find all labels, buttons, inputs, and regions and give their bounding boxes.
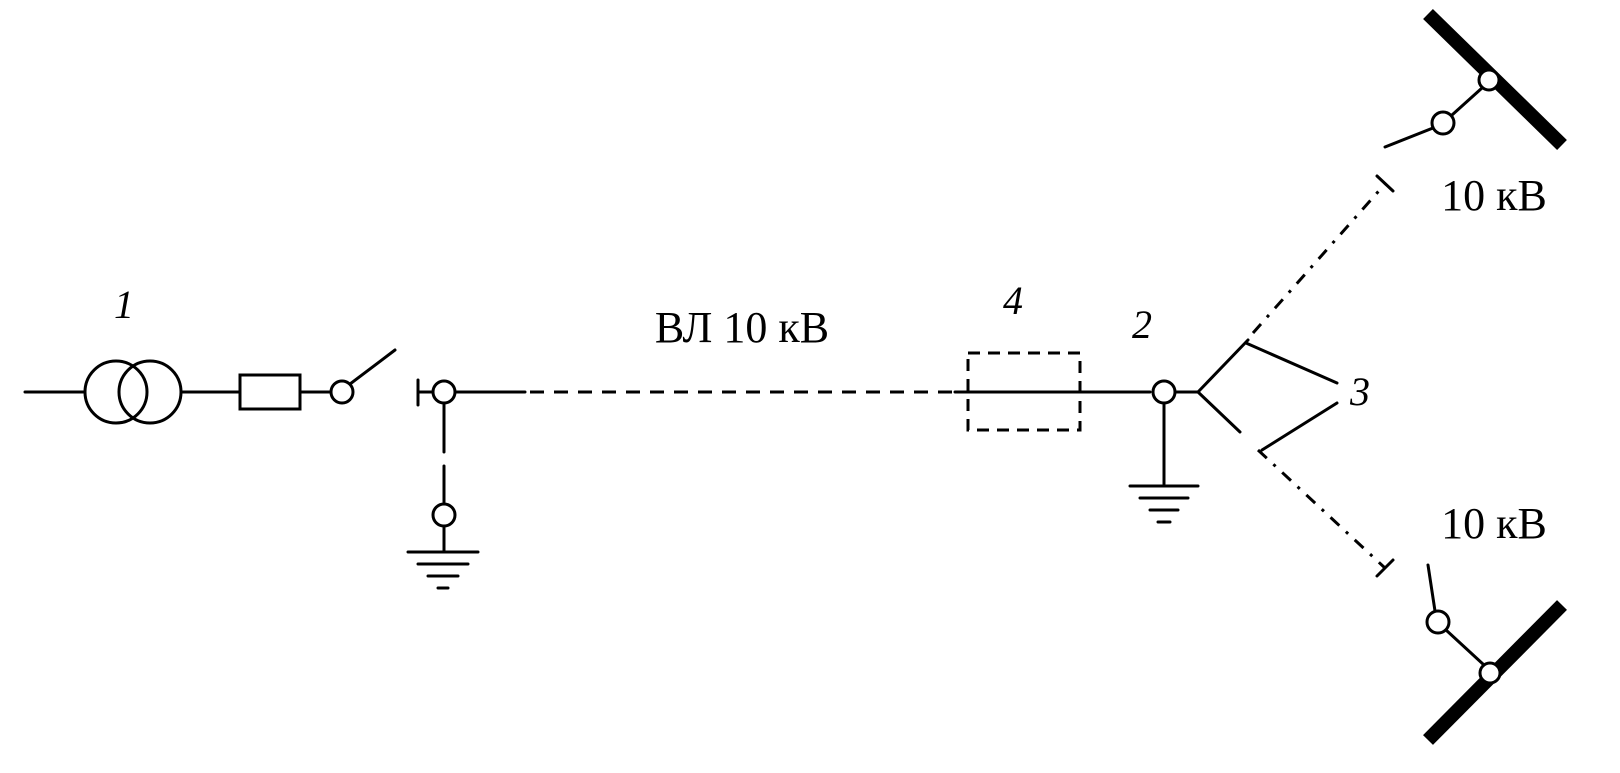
grounding-switch	[431, 401, 457, 554]
callout-3-leaders	[1244, 341, 1339, 452]
cable-section	[953, 351, 1152, 432]
ground-symbol-left	[406, 550, 480, 590]
connection-node	[1151, 379, 1200, 486]
line-label: ВЛ 10 кВ	[655, 303, 829, 352]
upper-pole	[1383, 8, 1567, 151]
line-start-node	[416, 378, 527, 407]
upper-branch	[1251, 174, 1395, 334]
callout-1: 1	[114, 282, 134, 327]
lower-branch	[1256, 448, 1395, 578]
branch-fork	[1196, 338, 1250, 434]
lower-pole	[1423, 563, 1567, 745]
callout-3: 3	[1349, 369, 1370, 414]
voltage-label-top: 10 кВ	[1441, 171, 1547, 220]
callout-2: 2	[1132, 302, 1152, 347]
voltage-label-bottom: 10 кВ	[1441, 499, 1547, 548]
ground-symbol-right	[1128, 484, 1200, 524]
callout-4: 4	[1003, 278, 1023, 323]
current-limiting-resistor	[238, 373, 332, 411]
circuit-breaker	[329, 348, 397, 405]
power-transformer	[23, 359, 242, 425]
